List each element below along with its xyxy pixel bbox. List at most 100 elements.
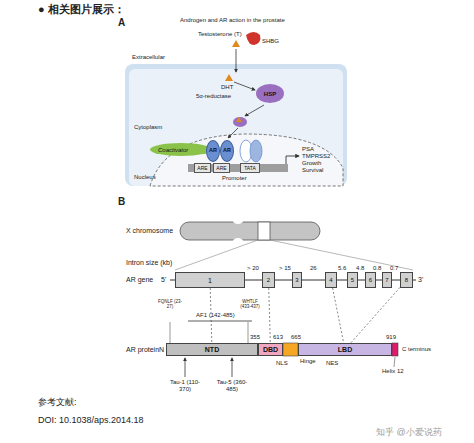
node-text: NTD <box>205 346 219 353</box>
exon-box: 3 <box>292 272 302 288</box>
exon-domain-connector <box>333 288 344 343</box>
node-text: 1 <box>208 277 212 284</box>
shbg-protein <box>246 32 260 45</box>
centromere-notch <box>233 238 243 244</box>
node-text: TATA <box>244 166 256 171</box>
molecule-label: DHT <box>221 84 233 91</box>
region-label: Hinge <box>300 358 316 365</box>
receptor-oval: AR <box>206 140 220 162</box>
row-label: X chromosome <box>126 227 173 235</box>
protein-domain: NTD <box>166 343 258 356</box>
node-text: 5 <box>351 277 354 283</box>
motif-leader <box>170 322 171 343</box>
target-gene: PSA <box>302 146 314 153</box>
intron-size: 0.8 <box>373 265 381 272</box>
intron-size: > 20 <box>247 265 259 272</box>
effect-label: Growth <box>302 160 321 167</box>
node-text: LBD <box>338 346 352 353</box>
intron-size: 0.7 <box>390 265 398 272</box>
uptake-arrow <box>236 49 237 72</box>
motif-leader <box>248 322 249 343</box>
residue-number: 613 <box>273 334 283 341</box>
intron-size: 5.6 <box>338 265 346 272</box>
tau-arrow <box>185 358 186 377</box>
helix-leader <box>394 357 395 367</box>
dht-symbol <box>236 117 242 122</box>
exon-domain-connector <box>351 287 400 343</box>
panel-letter: A <box>118 17 125 28</box>
page-heading: ● 相关图片展示： <box>38 3 125 15</box>
residue-number: 665 <box>291 334 301 341</box>
node-text: 7 <box>385 277 388 283</box>
node-text: 6 <box>369 277 372 283</box>
molecule-label: SHBG <box>262 38 279 45</box>
reference-heading: 参考文献: <box>38 398 77 408</box>
dht-symbol <box>225 74 233 81</box>
binding-arrow <box>234 82 255 90</box>
strand-end: 3' <box>418 276 423 284</box>
intron-size: > 15 <box>279 265 291 272</box>
residue-number: 919 <box>386 334 396 341</box>
response-element: ARE <box>213 163 230 173</box>
nucleus-outline <box>150 134 343 186</box>
residue-number: 355 <box>250 334 260 341</box>
cell-membrane <box>125 64 347 186</box>
molecule-label: Testosterone (T) <box>198 31 242 38</box>
gene-locus-band <box>258 222 270 240</box>
af1-bracket <box>188 321 252 322</box>
response-element: ARE <box>194 163 211 173</box>
intron-size: 4.8 <box>356 265 364 272</box>
watermark: 知乎 @小爱说药 <box>376 428 442 438</box>
strand-end: 5' <box>161 276 166 284</box>
hinge-domain <box>283 343 298 356</box>
chromosome <box>180 222 320 240</box>
receptor-oval: AR <box>220 140 234 162</box>
node-text: 2 <box>267 277 270 283</box>
tata-box: TATA <box>240 163 260 173</box>
row-label: AR protein <box>126 346 159 354</box>
tau-arrow <box>232 358 233 377</box>
helix12-domain <box>392 343 398 356</box>
motif-label: WHTLF (433-437) <box>238 300 262 310</box>
exon-box: 6 <box>365 272 376 288</box>
translocation-arrow <box>228 128 238 138</box>
motif-label: FQNLF (23-27) <box>158 300 182 310</box>
exon-box: 4 <box>325 272 337 288</box>
node-text: 3 <box>295 277 298 283</box>
domain-label: Tau-5 (360-485) <box>215 379 249 392</box>
node-text: ARE <box>216 166 226 171</box>
reference-doi: DOI: 10.1038/aps.2014.18 <box>38 416 144 426</box>
testosterone-symbol <box>232 40 240 47</box>
exon-box: 5 <box>347 272 358 288</box>
region-label: Helix 12 <box>382 368 404 375</box>
centromere-notch <box>233 218 243 224</box>
row-label: AR gene <box>126 276 153 284</box>
region-label: Nucleus <box>134 174 156 181</box>
node-text: 4 <box>329 277 332 283</box>
exon-domain-connector <box>269 288 271 343</box>
exon-box: 2 <box>262 272 275 288</box>
node-text: ARE <box>197 166 207 171</box>
zoom-line <box>175 240 258 270</box>
intron-size: 26 <box>310 265 317 272</box>
cytoplasm-area <box>129 69 343 186</box>
panel-letter: B <box>118 196 125 207</box>
node-text: AR <box>223 148 231 154</box>
node-text: DBD <box>263 346 278 353</box>
region-label: Promoter <box>222 175 247 182</box>
release-arrow <box>245 105 264 116</box>
chaperone-complex: HSP <box>256 84 284 103</box>
target-gene: TMPRSS2 <box>302 153 330 160</box>
enzyme-label: 5α-reductase <box>196 93 231 100</box>
effect-label: Survival <box>302 167 323 174</box>
panel-title: Androgen and AR action in the prostate <box>180 17 285 24</box>
terminus-label: C terminus <box>402 346 431 353</box>
exon-box: 8 <box>400 272 413 288</box>
signal-label: NES <box>326 360 338 367</box>
exon-box: 1 <box>175 272 245 288</box>
region-label: Extracellular <box>132 54 165 61</box>
row-label: Intron size (kb) <box>126 259 172 267</box>
transcription-factor <box>250 140 262 162</box>
